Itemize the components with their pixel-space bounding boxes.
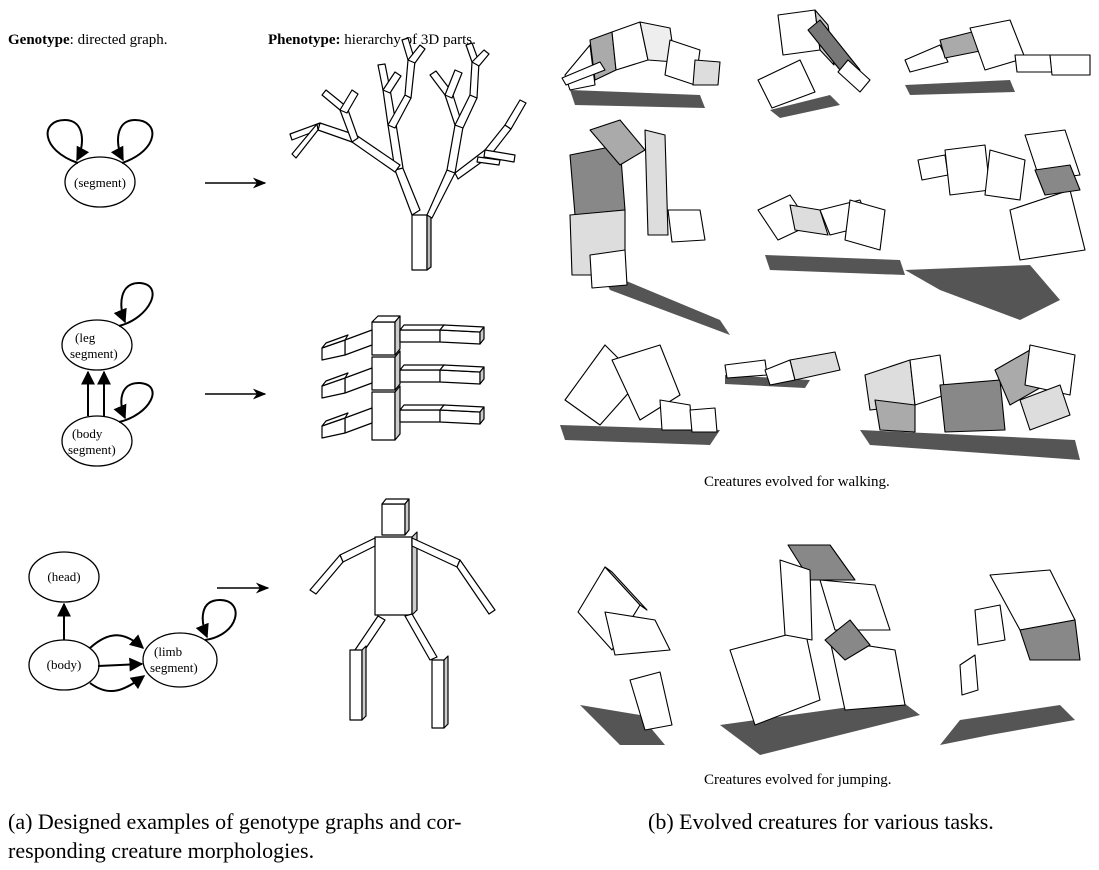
genotype-graph-segment <box>48 120 153 207</box>
leg-self-loop <box>119 283 153 326</box>
body-to-limb-edge-2 <box>98 664 142 666</box>
body-node-label-1: (body <box>72 426 103 441</box>
body-segment-node <box>62 416 132 466</box>
head-node-label: (head) <box>47 569 80 584</box>
limb-node-label-1: (limb <box>154 644 182 659</box>
segment-node-label: (segment) <box>74 175 126 190</box>
walking-caption: Creatures evolved for walking. <box>704 474 890 491</box>
phenotype-tree <box>290 38 526 270</box>
walking-creatures <box>560 10 1090 460</box>
body-to-limb-edge-1 <box>90 635 143 648</box>
jumping-caption: Creatures evolved for jumping. <box>704 772 891 789</box>
subcaption-b: (b) Evolved creatures for various tasks. <box>648 807 994 836</box>
jumping-creatures <box>578 545 1080 755</box>
self-loop-left <box>48 120 82 163</box>
subcaption-a: (a) Designed examples of genotype graphs… <box>8 807 461 865</box>
limb-node-label-2: segment) <box>150 660 198 675</box>
subcaption-a-line2: responding creature morphologies. <box>8 836 461 865</box>
leg-node-label-1: (leg <box>75 330 96 345</box>
leg-node-label-2: segment) <box>70 346 118 361</box>
limb-self-loop <box>203 600 236 640</box>
phenotype-humanoid <box>310 499 495 728</box>
body-node-label: (body) <box>47 657 82 672</box>
self-loop-right <box>118 120 152 163</box>
body-node-label-2: segment) <box>68 442 116 457</box>
phenotype-segmented-body <box>322 316 484 440</box>
body-self-loop <box>119 383 153 422</box>
leg-segment-node <box>62 320 132 370</box>
subcaption-a-line1: (a) Designed examples of genotype graphs… <box>8 807 461 836</box>
body-to-limb-edge-3 <box>90 676 144 691</box>
